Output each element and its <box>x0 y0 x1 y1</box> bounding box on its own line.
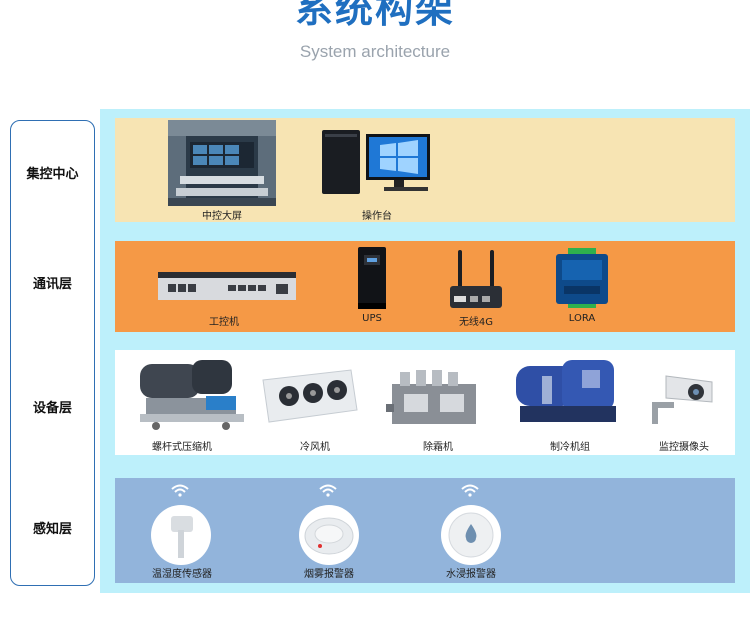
control-room-image <box>168 120 276 206</box>
industrial-pc-image <box>158 272 296 300</box>
page-subtitle: System architecture <box>299 42 451 61</box>
page-title: 系统构架 <box>294 0 455 31</box>
device-label-chiller-unit: 制冷机组 <box>550 442 590 453</box>
layer-sidebar: 集控中心 通讯层 设备层 感知层 <box>10 120 95 586</box>
layer-label-device: 设备层 <box>32 401 72 416</box>
device-label-industrial-pc: 工控机 <box>209 317 239 328</box>
layer-perception <box>115 478 735 583</box>
wifi-icon <box>171 484 189 497</box>
device-label-ups: UPS <box>362 313 382 324</box>
device-label-water-leak-sensor: 水浸报警器 <box>446 569 496 580</box>
device-label-air-cooler: 冷风机 <box>300 442 330 453</box>
water-leak-sensor-image <box>441 505 501 565</box>
wifi-icon <box>461 484 479 497</box>
layer-label-control-center: 集控中心 <box>26 167 79 182</box>
humidity-sensor-image <box>151 505 211 565</box>
screw-compressor-image <box>140 360 244 430</box>
defroster-image <box>386 370 476 424</box>
device-label-defroster: 除霜机 <box>423 442 453 453</box>
surveillance-camera-image <box>652 375 713 424</box>
wifi-icon <box>319 484 337 497</box>
device-label-wireless-4g: 无线4G <box>458 317 494 328</box>
wireless-4g-image <box>450 250 502 308</box>
device-label-humidity-sensor: 温湿度传感器 <box>152 569 212 580</box>
device-label-surveillance-camera: 监控摄像头 <box>659 442 709 453</box>
lora-module-image <box>556 248 608 308</box>
chiller-unit-image <box>516 360 616 422</box>
device-label-smoke-detector: 烟雾报警器 <box>304 569 354 580</box>
layer-label-perception: 感知层 <box>32 522 72 537</box>
device-label-lora: LORA <box>568 313 596 324</box>
layer-label-communication: 通讯层 <box>32 277 72 292</box>
air-cooler-image <box>262 369 358 423</box>
smoke-detector-image <box>299 505 359 565</box>
device-label-console: 操作台 <box>362 211 392 222</box>
device-label-screw-compressor: 螺杆式压缩机 <box>152 442 212 453</box>
ups-image <box>358 247 386 309</box>
device-label-control-screen: 中控大屏 <box>202 211 242 222</box>
workstation-image <box>322 130 430 194</box>
